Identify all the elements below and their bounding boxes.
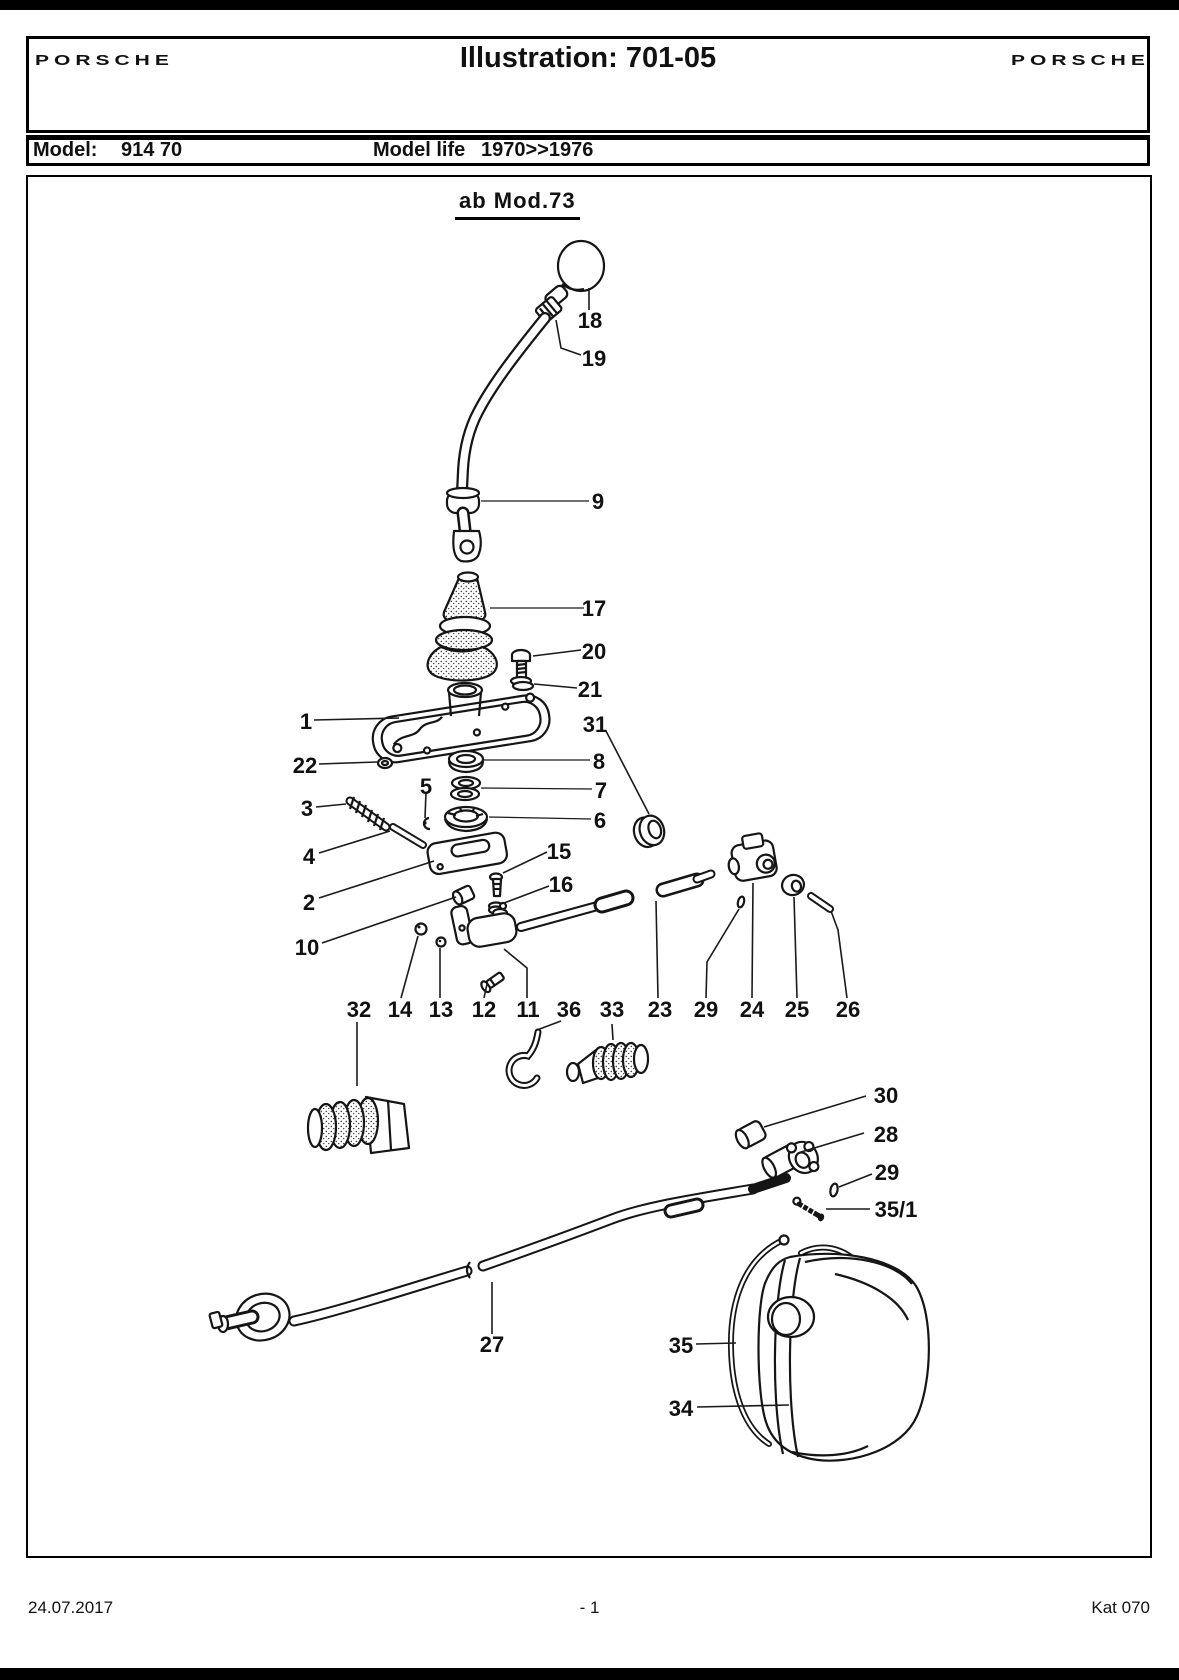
callout-24: 24 [740,997,765,1022]
part-coupler-24 [727,832,778,882]
callout-30: 30 [874,1083,898,1108]
callout-5: 5 [420,774,432,799]
part-guide-housing-2 [426,831,509,876]
part-clip-5 [422,816,431,831]
callout-1: 1 [300,709,312,734]
callout-11: 11 [516,997,539,1022]
part-seal-ring-6 [443,805,489,833]
part-shift-rod-23 [516,869,716,932]
model-bar: Model: 914 70 Model life 1970>>1976 [26,135,1150,166]
part-console-cover-34 [757,1252,930,1462]
page-footer: 24.07.2017 - 1 Kat 070 [0,1598,1179,1622]
part-bushing-10 [451,884,476,906]
callout-21: 21 [578,677,602,702]
part-nut-25 [780,873,806,897]
callout-22: 22 [293,753,317,778]
part-pivot-bushing-9 [445,486,482,563]
part-grommet-31 [632,814,666,849]
model-label: Model: [33,139,98,161]
model-life-label: Model life [373,139,466,161]
callout-9: 9 [592,489,604,514]
part-screw-15 [488,872,504,898]
part-bearing-cup-8 [447,749,485,774]
footer-page-number: - 1 [579,1598,600,1617]
callout-4: 4 [303,844,316,869]
callout-27: 27 [480,1332,504,1357]
callout-31: 31 [583,712,607,737]
part-ball-14 [414,922,428,936]
callout-7: 7 [595,778,607,803]
part-shift-lever-base-11 [450,901,518,948]
part-spring-link-35-1 [792,1196,825,1222]
callout-14: 14 [388,997,413,1022]
part-bushing-32 [306,1095,411,1155]
porsche-logo-left: PORSCHE [35,53,174,69]
callout-17: 17 [582,596,606,621]
model-value: 914 70 [121,139,183,161]
part-coupler-28 [761,1140,820,1179]
diagram-caption: ab Mod.73 [455,188,580,220]
callout-3: 3 [301,796,313,821]
callout-12: 12 [472,997,496,1022]
callout-labels: 18 19 9 17 20 21 1 31 22 8 7 5 3 6 4 2 1… [293,308,918,1421]
part-ball-13 [435,936,447,948]
part-bellows-33 [565,1041,650,1085]
part-shift-knob [544,239,606,308]
callout-10: 10 [295,935,319,960]
top-black-bar [0,0,1179,10]
callout-6: 6 [594,808,606,833]
callout-20: 20 [582,639,606,664]
bottom-black-bar [0,1668,1179,1680]
callout-23: 23 [648,997,672,1022]
part-gear-lever-rod [456,312,551,497]
part-screw-12 [480,971,505,994]
callout-19: 19 [582,346,606,371]
part-rings-7 [449,775,482,802]
page-header: PORSCHE Illustration: 701-05 PORSCHE [26,36,1150,133]
part-pin-29-upper [736,895,746,909]
callout-36: 36 [557,997,581,1022]
callout-32: 32 [347,997,371,1022]
callout-13: 13 [429,997,453,1022]
part-shift-rod-27 [208,1173,791,1342]
callout-18: 18 [578,308,602,333]
callout-34: 34 [669,1396,694,1421]
part-hook-clip-36 [505,1028,542,1089]
callout-28: 28 [874,1122,898,1147]
part-lock-washer-21 [509,675,535,692]
model-life-value: 1970>>1976 [481,139,594,161]
callout-29b: 29 [875,1160,899,1185]
footer-date: 24.07.2017 [28,1598,114,1617]
page-title: Illustration: 701-05 [459,42,717,74]
part-rubber-boot-17 [426,571,498,682]
callout-26: 26 [836,997,860,1022]
callout-25: 25 [785,997,809,1022]
part-base-plate-1 [371,681,551,764]
callout-8: 8 [593,749,605,774]
footer-catalog-code: Kat 070 [1091,1598,1150,1617]
callout-35-1: 35/1 [875,1197,918,1222]
callout-15: 15 [547,839,571,864]
leader-lines [313,288,873,1408]
callout-33: 33 [600,997,624,1022]
callout-35: 35 [669,1333,693,1358]
callout-16: 16 [549,872,573,897]
illustration-frame [26,175,1152,1558]
part-spring-3 [345,796,391,832]
callout-2: 2 [303,890,315,915]
part-pin-4 [389,823,427,849]
callout-29a: 29 [694,997,718,1022]
part-bushing-30 [734,1120,767,1150]
part-pin-26 [807,892,834,913]
part-bolt-20 [510,648,532,680]
part-grommet-22 [376,756,394,770]
porsche-logo-right: PORSCHE [1011,53,1150,69]
part-pin-29-lower [829,1182,839,1198]
